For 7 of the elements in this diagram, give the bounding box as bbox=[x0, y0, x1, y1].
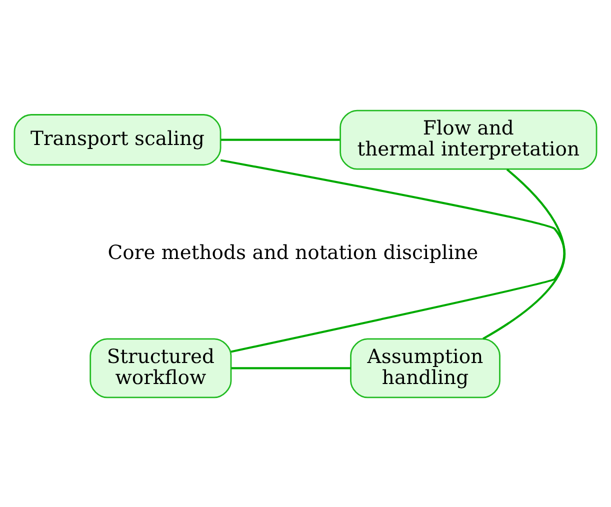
node-box: Flow and thermal interpretation bbox=[340, 109, 598, 170]
node-box: Assumption handling bbox=[350, 338, 500, 398]
node-box: Transport scaling bbox=[14, 114, 222, 166]
connector bbox=[221, 138, 340, 140]
label: Core methods and notation discipline bbox=[108, 240, 478, 264]
node-box: Structured workflow bbox=[90, 338, 232, 398]
connector bbox=[231, 366, 351, 369]
